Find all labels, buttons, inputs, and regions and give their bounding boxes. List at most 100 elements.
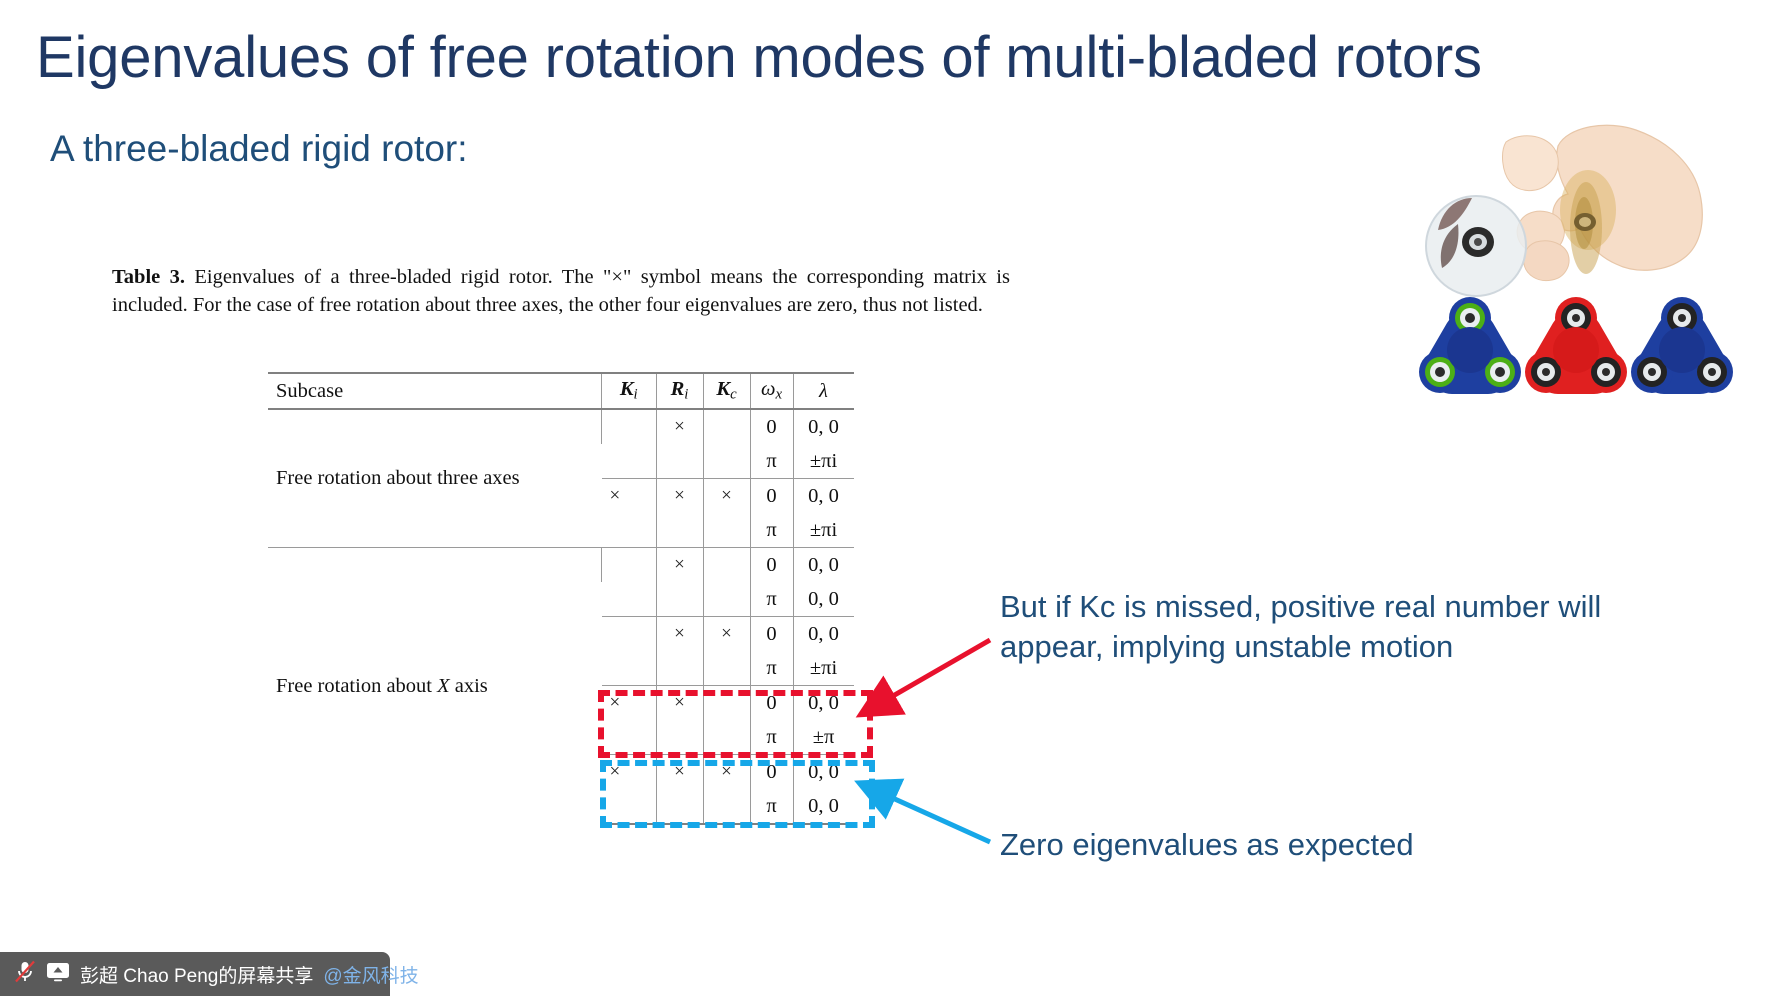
table-caption-label: Table 3. <box>112 266 186 288</box>
cell-omega: π <box>749 720 793 755</box>
cell-omega: π <box>749 651 793 686</box>
table-row: π ±πi <box>268 513 854 548</box>
cell-lambda: 0, 0 <box>792 685 854 720</box>
eigenvalue-table-wrapper: Subcase Ki Ri Kc ωx λ Free rotation abou… <box>268 372 854 825</box>
cell-omega: 0 <box>749 685 793 720</box>
cell-ri <box>655 651 703 686</box>
spinner-illustration <box>1408 118 1756 418</box>
ki-symbol: K <box>619 378 634 401</box>
omega-symbol: ω <box>760 378 776 401</box>
cell-lambda: 0, 0 <box>792 478 854 513</box>
cell-kc <box>702 651 750 686</box>
page-title: Eigenvalues of free rotation modes of mu… <box>36 25 1482 90</box>
screen-share-icon[interactable] <box>46 962 70 987</box>
annotation-red-text: But if Kc is missed, positive real numbe… <box>1000 589 1602 664</box>
spinner-red <box>1525 297 1627 394</box>
ri-subscript: i <box>684 386 689 403</box>
table-row: π ±πi <box>268 651 854 686</box>
cell-ki <box>602 651 657 686</box>
eigenvalue-table: Subcase Ki Ri Kc ωx λ Free rotation abou… <box>268 372 854 825</box>
cell-ri: × <box>655 754 703 789</box>
cell-omega: π <box>749 513 793 548</box>
cell-kc <box>702 409 750 444</box>
cell-ki: × <box>601 478 656 513</box>
screenshare-label: 彭超 Chao Peng的屏幕共享 <box>80 965 314 987</box>
cell-omega: 0 <box>749 616 793 651</box>
cell-kc <box>702 513 750 548</box>
cell-ki <box>601 547 656 582</box>
col-header-ki: Ki <box>601 372 656 410</box>
cell-omega: π <box>749 789 793 825</box>
kc-subscript: c <box>730 386 737 403</box>
table-row: Free rotation about three axes × 0 0, 0 <box>268 409 854 489</box>
ri-symbol: R <box>670 378 685 401</box>
spinner-blue-green <box>1419 297 1521 394</box>
cyan-arrow <box>854 778 992 845</box>
cell-ri: × <box>655 616 703 651</box>
cell-lambda: ±πi <box>792 444 854 479</box>
cell-omega: 0 <box>749 547 793 582</box>
table-row: Free rotation about X axis × 0 0, 0 <box>268 547 854 824</box>
col-header-kc: Kc <box>702 372 750 410</box>
cell-kc <box>702 720 750 755</box>
col-header-ri: Ri <box>655 372 703 410</box>
cell-lambda: ±πi <box>792 651 854 686</box>
cell-lambda: 0, 0 <box>792 547 854 582</box>
cell-kc <box>702 444 750 479</box>
cell-ki <box>601 616 656 651</box>
cell-ri: × <box>655 547 703 582</box>
lambda-symbol: λ <box>819 379 828 402</box>
table-header-row: Subcase Ki Ri Kc ωx λ <box>268 372 854 410</box>
screenshare-mention: @金风科技 <box>323 965 419 987</box>
cell-ri: × <box>655 685 703 720</box>
cell-ki: × <box>601 754 656 789</box>
spinning-spinner-gold <box>1560 170 1616 274</box>
annotation-cyan-text: Zero eigenvalues as expected <box>1000 827 1414 862</box>
spinning-spinner-blur <box>1425 195 1527 297</box>
cell-omega: 0 <box>749 754 793 789</box>
table-body: Free rotation about three axes × 0 0, 0 … <box>268 409 854 825</box>
cell-ki: × <box>601 685 656 720</box>
kc-symbol: K <box>716 378 731 401</box>
table-row-highlight-cyan: π 0, 0 <box>268 789 854 825</box>
cell-lambda: 0, 0 <box>792 616 854 651</box>
cell-omega: 0 <box>749 478 793 513</box>
cell-kc: × <box>702 478 750 513</box>
microphone-muted-icon[interactable] <box>14 960 36 989</box>
cell-kc <box>702 685 750 720</box>
cell-ki <box>602 720 657 755</box>
spinner-blue <box>1631 297 1733 394</box>
cell-kc <box>702 582 750 617</box>
ki-subscript: i <box>633 386 638 403</box>
table-row-highlight-red: π ±π <box>268 720 854 755</box>
cell-ki <box>602 513 657 548</box>
cell-ri <box>655 720 703 755</box>
cell-kc: × <box>702 616 750 651</box>
subcase-prefix: Free rotation about <box>276 674 438 697</box>
table-head: Subcase Ki Ri Kc ωx λ <box>268 372 854 410</box>
cell-omega: π <box>749 582 793 617</box>
slide-subtitle: A three-bladed rigid rotor: <box>50 128 468 169</box>
cell-ki <box>601 789 656 825</box>
col-header-subcase: Subcase <box>268 372 602 410</box>
cell-ri <box>655 582 703 617</box>
zoom-screenshare-taskbar[interactable]: 彭超 Chao Peng的屏幕共享 @金风科技 <box>0 952 419 996</box>
cell-ri: × <box>655 478 703 513</box>
table-row: π 0, 0 <box>268 582 854 617</box>
cell-ki <box>602 582 657 617</box>
cell-subcase: Free rotation about three axes <box>276 467 520 489</box>
cell-ki <box>601 409 656 444</box>
table-row: × × 0 0, 0 <box>268 616 854 651</box>
subcase-axis: X <box>437 674 450 697</box>
cell-omega: π <box>749 444 793 479</box>
cell-ri <box>655 789 703 825</box>
table-caption: Table 3. Eigenvalues of a three-bladed r… <box>112 263 1010 319</box>
subcase-suffix: axis <box>449 674 488 697</box>
cell-lambda: 0, 0 <box>792 754 854 789</box>
omega-subscript: x <box>775 386 783 403</box>
table-caption-text: Eigenvalues of a three-bladed rigid roto… <box>112 266 1010 316</box>
cell-ki <box>602 444 657 479</box>
col-header-lambda: λ <box>792 372 854 410</box>
cell-lambda: 0, 0 <box>792 789 854 825</box>
